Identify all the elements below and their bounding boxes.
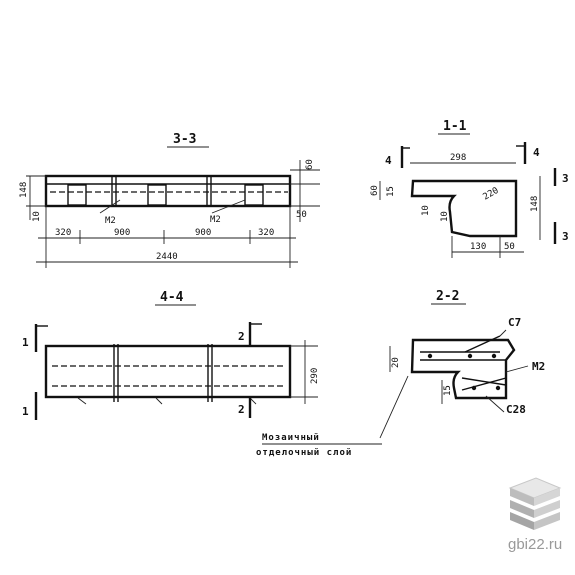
dim-50: 50: [296, 210, 307, 220]
dim-220: 220: [482, 186, 501, 203]
dim-10-a: 10: [421, 205, 431, 216]
cut-2-top: 2: [238, 330, 245, 343]
section-3-3-plate-1: [67, 184, 87, 206]
cut-4-left: 4: [385, 154, 392, 167]
watermark-text: gbi22.ru: [508, 536, 563, 553]
cut-3-bottom: 3: [562, 230, 569, 243]
section-3-3-plate-2: [147, 184, 167, 206]
section-3-3: 3-3 148 10 60 50 М2 М2: [19, 132, 320, 268]
label-c28: С28: [506, 403, 526, 416]
cut-3-top: 3: [562, 172, 569, 185]
dim-320-right: 320: [258, 228, 274, 238]
dim-20: 20: [391, 357, 401, 368]
section-2-2-title: 2-2: [436, 289, 459, 304]
label-m2: М2: [532, 360, 545, 373]
dim-900-2: 900: [195, 228, 211, 238]
dim-60: 60: [305, 159, 315, 170]
mark-m2-left: М2: [105, 216, 116, 226]
dim-900-1: 900: [114, 228, 130, 238]
dim-298: 298: [450, 153, 466, 163]
note-line-1: Мозаичный: [262, 433, 320, 443]
section-1-1-title: 1-1: [443, 119, 467, 134]
dim-15-b: 15: [443, 385, 453, 396]
dim-60-left: 60: [370, 185, 380, 196]
section-1-1-profile: [410, 179, 518, 238]
dim-10-b: 10: [440, 211, 450, 222]
label-c7: С7: [508, 316, 521, 329]
cut-2-bottom: 2: [238, 403, 245, 416]
section-3-3-beam: [44, 174, 292, 208]
dim-15: 15: [386, 186, 396, 197]
dim-130: 130: [470, 242, 486, 252]
stack-logo-icon: [508, 477, 562, 530]
note-line-2: отделочный слой: [256, 448, 352, 458]
dim-148-right: 148: [530, 196, 540, 212]
section-4-4-beam: [44, 344, 292, 399]
mark-m2-right: М2: [210, 215, 221, 225]
section-2-2: 2-2 С7 М2 С28 20 15: [389, 289, 545, 416]
dim-320-left: 320: [55, 228, 71, 238]
section-2-2-profile: [410, 338, 516, 400]
cut-4-right: 4: [533, 146, 540, 159]
section-4-4: 4-4 1 1 2 2 290: [22, 290, 320, 420]
section-3-3-title: 3-3: [173, 132, 196, 147]
cut-1-top: 1: [22, 336, 29, 349]
section-4-4-title: 4-4: [160, 290, 184, 305]
cut-1-bottom: 1: [22, 405, 29, 418]
dim-148: 148: [19, 182, 29, 198]
dim-10: 10: [32, 211, 42, 222]
dim-2440: 2440: [156, 252, 178, 262]
dim-50-right: 50: [504, 242, 515, 252]
dim-290: 290: [310, 368, 320, 384]
finishing-layer-note: Мозаичный отделочный слой: [256, 375, 409, 458]
section-1-1: 1-1 4 4 298 60 15 220 10 10 148 3 3 130: [370, 119, 569, 258]
section-3-3-plate-3: [244, 184, 264, 206]
